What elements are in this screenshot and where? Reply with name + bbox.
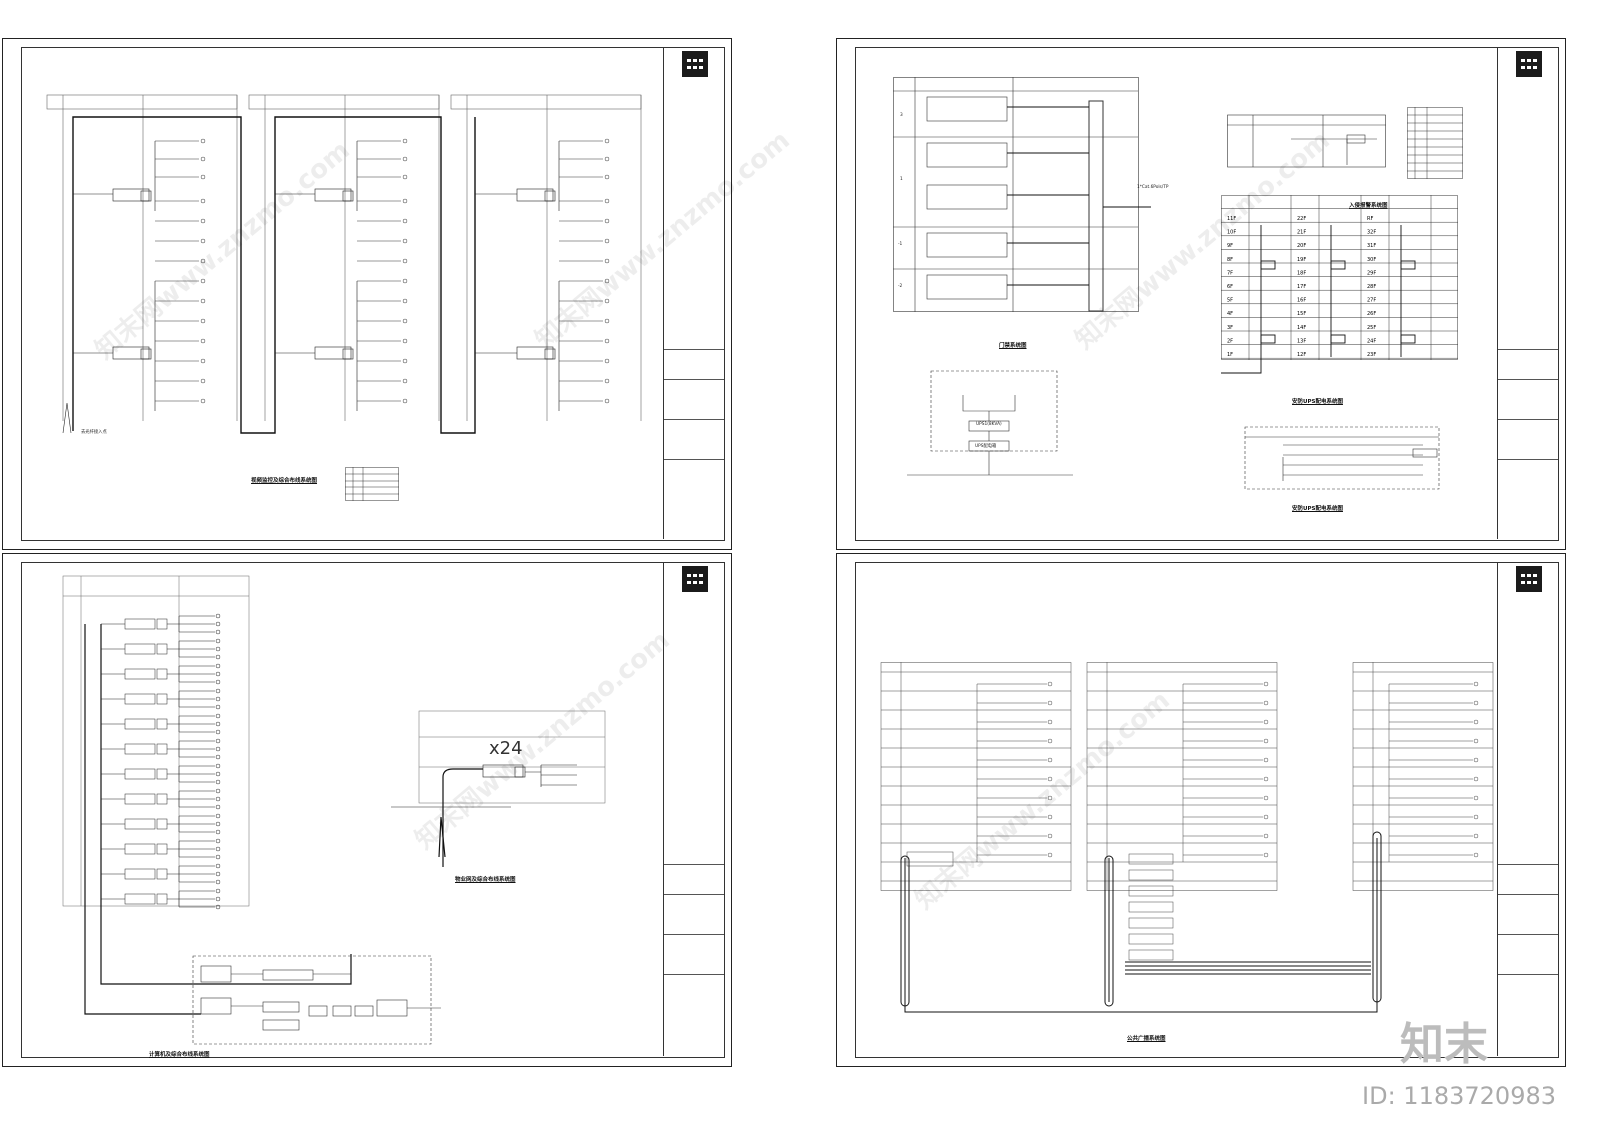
brand-logo: 知末 <box>1400 1019 1488 1070</box>
floor-label: 3F <box>1227 325 1233 331</box>
floor-label: 8F <box>1227 257 1233 263</box>
property-network-diagram <box>391 710 606 867</box>
ups-floor-table: 11F 10F 9F 8F 7F 6F 5F 4F 3F 2F 1F 22F 21F 20F 19F 18F 1… <box>1221 195 1458 374</box>
floor-label: 17F <box>1297 284 1306 290</box>
alarm-legend-table <box>1407 107 1463 179</box>
cable-label: 1*Cat.6Pols/TP <box>1137 185 1169 190</box>
ups-caption-2: 安防UPS配电系统图 <box>1292 506 1343 512</box>
floor-label: 12F <box>1297 352 1306 358</box>
floor-label: 29F <box>1367 270 1376 276</box>
ups-panel-diagram <box>1244 426 1440 490</box>
title-block <box>663 562 724 1056</box>
floor-label: 31F <box>1367 243 1376 249</box>
ups-box-label: UPS配电箱 <box>975 444 997 449</box>
floor-label: 27F <box>1367 298 1376 304</box>
cctv-system-diagram <box>46 94 642 434</box>
image-id: ID: 1183720983 <box>1362 1082 1556 1110</box>
drawing-sheet-cctv: 去光纤接入点 视频监控及综合布线系统图 <box>2 38 732 550</box>
floor-label: 16F <box>1297 298 1306 304</box>
multiplier-label: x24 <box>489 738 523 759</box>
floor-1: 1 <box>900 177 903 182</box>
computer-network-diagram <box>62 575 441 1045</box>
fiber-note: 去光纤接入点 <box>81 430 107 435</box>
floor-label: 1F <box>1227 352 1233 358</box>
floor-3: 3 <box>900 113 903 118</box>
alarm-caption: 入侵报警系统图 <box>1349 203 1388 209</box>
property-caption: 物业网及综合布线系统图 <box>455 877 516 883</box>
drawing-frame <box>21 562 725 1058</box>
drawing-sheet-computer-network: 计算机及综合布线系统图 x24 物业网及综合布线系统图 <box>2 553 732 1067</box>
company-logo-icon <box>1516 51 1542 77</box>
floor-b1: -1 <box>898 242 903 247</box>
ups-caption: 安防UPS配电系统图 <box>1292 399 1343 405</box>
floor-label: 19F <box>1297 257 1306 263</box>
broadcast-system-diagram <box>880 662 1494 1013</box>
floor-label: 30F <box>1367 257 1376 263</box>
floor-label: 6F <box>1227 284 1233 290</box>
floor-label: 18F <box>1297 270 1306 276</box>
title-block <box>1497 562 1558 1056</box>
floor-label: 4F <box>1227 311 1233 317</box>
floor-label: 20F <box>1297 243 1306 249</box>
floor-label: 22F <box>1297 216 1306 222</box>
computer-caption: 计算机及综合布线系统图 <box>149 1052 210 1058</box>
floor-label: RF <box>1367 216 1373 222</box>
floor-label: 28F <box>1367 284 1376 290</box>
company-logo-icon <box>682 51 708 77</box>
floor-label: 25F <box>1367 325 1376 331</box>
floor-label: 24F <box>1367 338 1376 344</box>
floor-label: 2F <box>1227 338 1233 344</box>
floor-label: 5F <box>1227 298 1233 304</box>
floor-label: 9F <box>1227 243 1233 249</box>
intrusion-alarm-diagram <box>1227 114 1386 168</box>
ups-power-diagram <box>907 370 1073 476</box>
floor-label: 14F <box>1297 325 1306 331</box>
sheet-caption: 视频监控及综合布线系统图 <box>251 478 318 484</box>
door-caption: 门禁系统图 <box>999 343 1027 349</box>
floor-label: 10F <box>1227 230 1236 236</box>
drawing-frame <box>855 562 1559 1058</box>
floor-label: 13F <box>1297 338 1306 344</box>
drawing-frame <box>855 47 1559 541</box>
title-block <box>663 47 724 539</box>
drawing-sheet-broadcast: 公共广播系统图 <box>836 553 1566 1067</box>
drawing-sheet-security: 3 1 -1 -2 1*Cat.6Pols/TP 门禁系统图 UPS1(8KVA… <box>836 38 1566 550</box>
company-logo-icon <box>682 566 708 592</box>
floor-label: 32F <box>1367 230 1376 236</box>
legend-table <box>345 467 399 501</box>
company-logo-icon <box>1516 566 1542 592</box>
floor-label: 21F <box>1297 230 1306 236</box>
title-block <box>1497 47 1558 539</box>
floor-label: 23F <box>1367 352 1376 358</box>
door-access-diagram <box>893 77 1151 312</box>
ups-label: UPS1(8KVA) <box>976 422 1002 427</box>
floor-label: 26F <box>1367 311 1376 317</box>
floor-label: 11F <box>1227 216 1236 222</box>
floor-b2: -2 <box>898 284 903 289</box>
broadcast-caption: 公共广播系统图 <box>1127 1036 1166 1042</box>
drawing-frame <box>21 47 725 541</box>
floor-label: 15F <box>1297 311 1306 317</box>
floor-label: 7F <box>1227 270 1233 276</box>
